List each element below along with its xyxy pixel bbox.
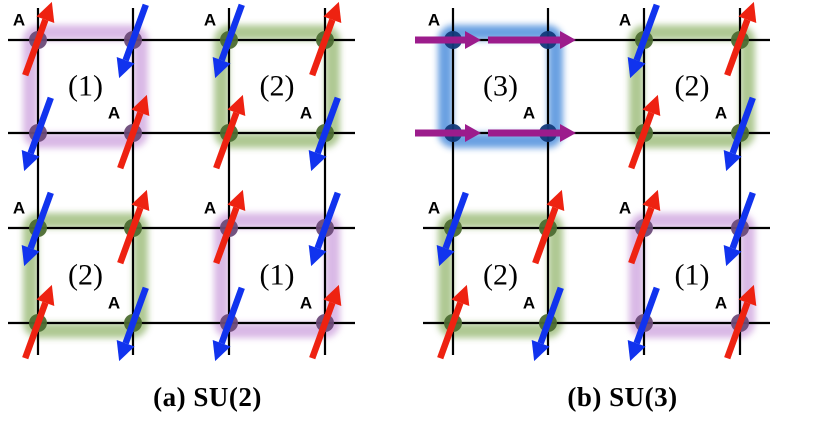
plaquette-labels: (1) (2) (2) (1)	[68, 69, 294, 291]
spin-arrow-up	[309, 284, 342, 360]
plaquette-label-a-br: (1)	[260, 258, 295, 291]
lattice-lines	[8, 8, 355, 355]
spin-arrow-up	[213, 189, 246, 265]
horizontal-spin-arrow	[488, 124, 576, 142]
spin-arrow-up	[532, 189, 565, 265]
spin-arrow-up	[724, 284, 757, 360]
lattice-su2: (1) (2) (2) (1) A A A A A A A A	[0, 0, 415, 380]
plaquette-label-a-tl: (1)	[68, 69, 103, 102]
plaquette-band-b-bl	[438, 213, 563, 338]
spin-arrow-up	[628, 189, 661, 265]
sublattice-label-a: A	[715, 103, 727, 122]
sublattice-label-a: A	[300, 293, 312, 312]
spin-arrow-up	[437, 284, 470, 360]
sublattice-a-labels: A A A A A A A A	[428, 10, 727, 312]
spin-arrow-up	[213, 94, 246, 170]
lattice-svg: (1) (2) (2) (1) A A A A A A A A	[8, 1, 355, 362]
plaquette-label-b-br: (1)	[675, 258, 710, 291]
sublattice-label-a: A	[204, 10, 216, 29]
sublattice-label-a: A	[108, 293, 120, 312]
spin-arrow-layer	[436, 1, 757, 362]
spin-arrow-down	[308, 96, 341, 172]
spin-arrow-up	[724, 1, 757, 77]
plaquette-label-b-tl: (3)	[483, 69, 518, 102]
plaquette-label-a-tr: (2)	[260, 69, 295, 102]
plaquette-label-b-tr: (2)	[675, 69, 710, 102]
sublattice-label-a: A	[523, 103, 535, 122]
spin-arrow-down	[627, 286, 660, 362]
lattice-su3: (3) (2) (2) (1) A A A A A A A A	[415, 0, 830, 380]
plaquette-labels: (3) (2) (2) (1)	[483, 69, 709, 291]
plaquette-band-a-br	[214, 213, 340, 338]
plaquette-highlight-layer	[438, 25, 755, 338]
sublattice-label-a: A	[619, 198, 631, 217]
spin-arrow-down	[723, 191, 756, 267]
sublattice-a-labels: A A A A A A A A	[13, 10, 312, 312]
horizontal-arrow-layer	[415, 31, 576, 142]
spin-arrow-up	[117, 94, 150, 170]
horizontal-spin-arrow	[415, 124, 481, 142]
horizontal-spin-arrow	[488, 31, 576, 49]
sublattice-label-a: A	[300, 103, 312, 122]
spin-arrow-down	[212, 3, 245, 79]
plaquette-label-b-bl: (2)	[483, 258, 518, 291]
panel-su2: (1) (2) (2) (1) A A A A A A A A (a) SU(2)	[0, 0, 415, 412]
plaquette-band-b-tr	[629, 25, 755, 148]
horizontal-spin-arrow	[415, 31, 481, 49]
sublattice-label-a: A	[428, 10, 440, 29]
caption-su2: (a) SU(2)	[153, 382, 262, 412]
spin-arrow-up	[628, 94, 661, 170]
sublattice-label-a: A	[523, 293, 535, 312]
sublattice-label-a: A	[13, 10, 25, 29]
plaquette-band-b-tl	[438, 25, 563, 148]
plaquette-band-b-br	[629, 213, 755, 338]
plaquette-band-a-bl	[23, 213, 148, 338]
sublattice-label-a: A	[428, 198, 440, 217]
spin-arrow-down	[212, 286, 245, 362]
spin-arrow-up	[22, 284, 55, 360]
spin-arrow-down	[116, 3, 149, 79]
panel-su3: (3) (2) (2) (1) A A A A A A A A (b) SU(3)	[415, 0, 830, 442]
spin-arrow-down	[21, 191, 54, 267]
plaquette-band-a-tl	[23, 25, 148, 148]
spin-arrow-down	[21, 96, 54, 172]
plaquette-label-a-bl: (2)	[68, 258, 103, 291]
spin-arrow-up	[22, 1, 55, 77]
spin-arrow-down	[723, 96, 756, 172]
sublattice-label-a: A	[715, 293, 727, 312]
spin-arrow-down	[308, 191, 341, 267]
sublattice-label-a: A	[204, 198, 216, 217]
spin-arrow-down	[531, 286, 564, 362]
sublattice-label-a: A	[13, 198, 25, 217]
spin-arrow-down	[627, 3, 660, 79]
sublattice-label-a: A	[619, 10, 631, 29]
spin-arrow-up	[309, 1, 342, 77]
spin-arrow-down	[116, 286, 149, 362]
plaquette-band-a-tr	[214, 25, 340, 148]
plaquette-highlight-layer	[23, 25, 340, 338]
spin-arrow-layer	[21, 1, 342, 362]
caption-su3: (b) SU(3)	[567, 382, 678, 412]
spin-arrow-up	[117, 189, 150, 265]
sublattice-label-a: A	[108, 103, 120, 122]
spin-arrow-down	[436, 191, 469, 267]
lattice-svg: (3) (2) (2) (1) A A A A A A A A	[415, 1, 770, 362]
